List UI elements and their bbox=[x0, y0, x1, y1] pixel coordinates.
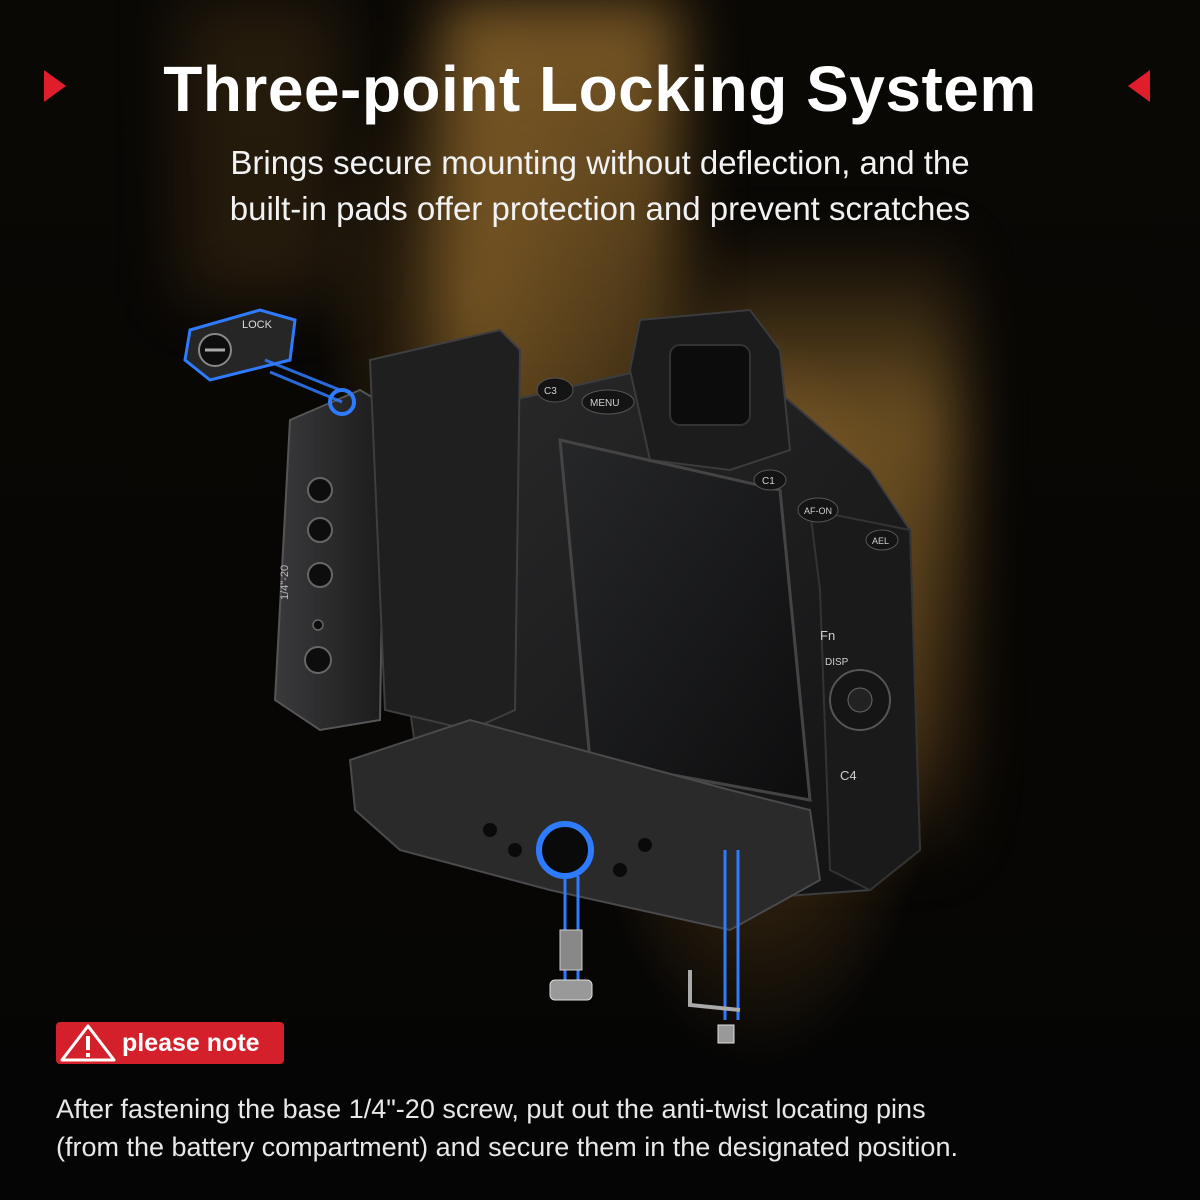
lcd-screen bbox=[558, 438, 812, 802]
lock-label: LOCK bbox=[242, 319, 273, 331]
af-on-label: AF-ON bbox=[804, 506, 832, 516]
cage-side-plate: 1/4"-20 bbox=[273, 388, 387, 732]
c1-label: C1 bbox=[762, 476, 775, 487]
please-note-badge: please note bbox=[56, 1022, 284, 1064]
camera-cage-illustration: 1/4"-20 C3 MENU C1 AF-ON AEL Fn DISP bbox=[183, 308, 922, 1044]
ael-label: AEL bbox=[872, 536, 889, 546]
note-text: After fastening the base 1/4"-20 screw, … bbox=[56, 1090, 1156, 1166]
lock-clamp: LOCK bbox=[183, 308, 356, 416]
please-note-label: please note bbox=[122, 1029, 260, 1057]
subtitle-line-1: Brings secure mounting without deflectio… bbox=[230, 144, 970, 181]
page-title: Three-point Locking System bbox=[163, 53, 1037, 125]
anti-twist-pin bbox=[688, 850, 741, 1044]
red-triangle-right-icon bbox=[1128, 70, 1150, 102]
subtitle-line-2: built-in pads offer protection and preve… bbox=[229, 190, 971, 227]
light-beam bbox=[180, 0, 340, 300]
c4-label: C4 bbox=[840, 768, 857, 783]
disp-label: DISP bbox=[825, 657, 849, 668]
red-triangle-left-icon bbox=[44, 70, 66, 102]
cage-frame bbox=[348, 328, 822, 932]
menu-label: MENU bbox=[590, 398, 619, 409]
camera-buttons: C3 MENU C1 AF-ON AEL Fn DISP C4 bbox=[536, 377, 899, 783]
base-screw bbox=[549, 876, 593, 1001]
c3-label: C3 bbox=[544, 386, 557, 397]
fn-label: Fn bbox=[820, 628, 835, 643]
warning-icon bbox=[60, 1024, 116, 1062]
note-line-1: After fastening the base 1/4"-20 screw, … bbox=[56, 1094, 926, 1124]
note-line-2: (from the battery compartment) and secur… bbox=[56, 1132, 958, 1162]
thread-label: 1/4"-20 bbox=[279, 565, 291, 600]
page-subtitle: Brings secure mounting without deflectio… bbox=[150, 140, 1050, 232]
